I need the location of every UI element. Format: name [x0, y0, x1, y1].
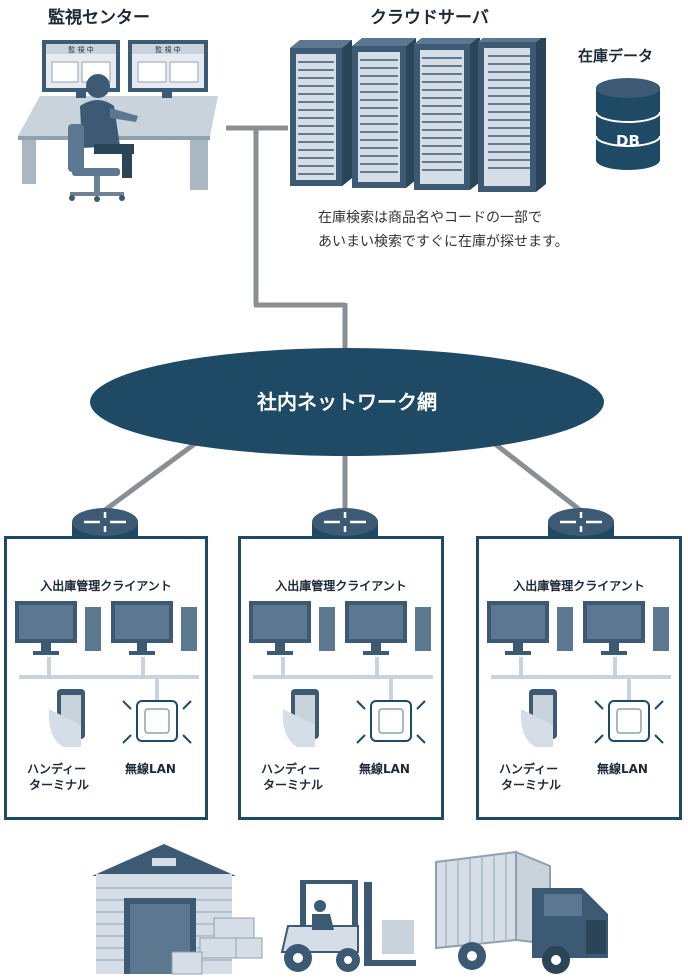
database-icon: DB — [595, 78, 661, 170]
network-label: 社内ネットワーク網 — [257, 390, 437, 414]
client-box-2: 入出庫管理クライアント ハンディー ターミナル 無線LAN — [238, 536, 444, 820]
cloud-server-title: クラウドサーバ — [370, 8, 489, 28]
client-title-1: 入出庫管理クライアント — [40, 579, 172, 593]
db-text: DB — [616, 132, 640, 150]
description-line-1: 在庫検索は商品名やコードの一部で — [318, 210, 542, 226]
router-link-left — [103, 437, 202, 513]
network-ellipse — [90, 348, 604, 456]
monitor-center-illustration: 監 視 中 監 視 中 — [18, 40, 218, 202]
monitor-center-title: 監視センター — [48, 8, 150, 28]
client-equipment-2 — [249, 601, 433, 747]
client-title-3: 入出庫管理クライアント — [513, 579, 645, 593]
client-wlan-label-2: 無線LAN — [359, 762, 410, 776]
client-title-2: 入出庫管理クライアント — [275, 579, 407, 593]
monitor-screen-text-2: 監 視 中 — [155, 45, 180, 54]
client-box-1: 入出庫管理クライアント ハンディー ターミナル 無線LAN — [4, 536, 208, 820]
client-equipment-1 — [15, 601, 199, 747]
client-box-3: 入出庫管理クライアント ハンディー ターミナル 無線LAN — [476, 536, 682, 820]
client-handy-label-2b: ターミナル — [263, 778, 324, 792]
monitor-screen-text-1: 監 視 中 — [68, 45, 93, 54]
client-handy-label-2a: ハンディー — [261, 762, 321, 776]
forklift-icon — [280, 880, 416, 972]
truck-icon — [435, 850, 608, 974]
client-equipment-3 — [487, 601, 671, 747]
router-link-right — [488, 438, 582, 512]
client-handy-label-1b: ターミナル — [29, 778, 90, 792]
description-line-2: あいまい検索ですぐに在庫が探せます。 — [318, 234, 569, 250]
warehouse-icon — [92, 844, 263, 975]
client-handy-label-3a: ハンディー — [499, 762, 559, 776]
client-wlan-label-3: 無線LAN — [597, 762, 648, 776]
client-wlan-label-1: 無線LAN — [125, 762, 176, 776]
client-handy-label-3b: ターミナル — [501, 778, 562, 792]
client-handy-label-1a: ハンディー — [27, 762, 87, 776]
inventory-data-label: 在庫データ — [578, 47, 654, 65]
cloud-server-racks — [290, 38, 546, 192]
